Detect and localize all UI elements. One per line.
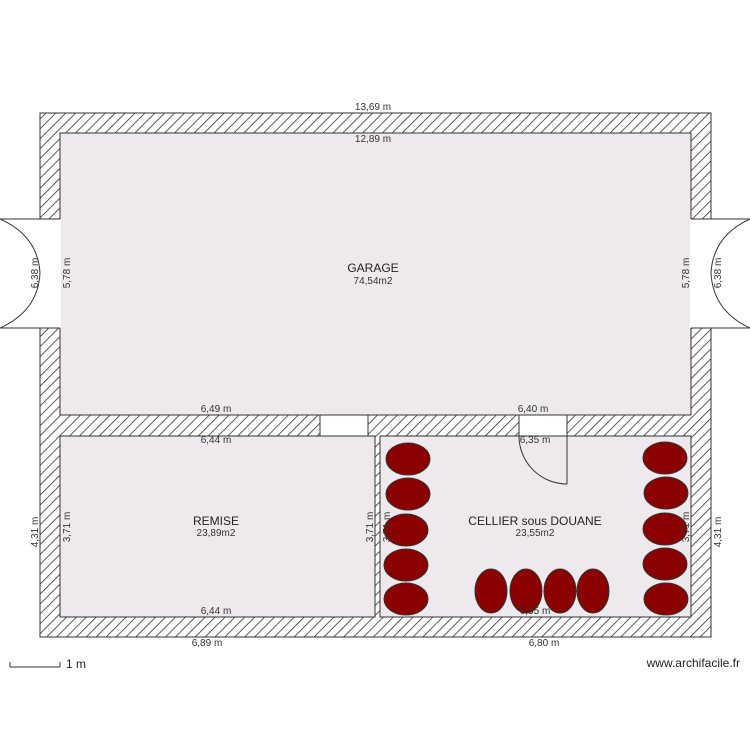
- cellier-area: 23,55m2: [516, 528, 555, 539]
- garage-floor: [59, 132, 692, 416]
- barrel: [642, 547, 688, 581]
- dim-remise-left-inner: 3,71 m: [62, 512, 73, 543]
- barrel: [509, 568, 543, 614]
- scale-bar: [9, 662, 61, 668]
- dim-inner-top: 12,89 m: [355, 134, 391, 145]
- dim-garage-right-outer: 6,38 m: [713, 258, 724, 289]
- dim-outer-bottom-right: 6,80 m: [529, 638, 560, 649]
- barrel: [385, 477, 431, 511]
- dim-garage-right-inner: 5,78 m: [681, 258, 692, 289]
- barrel: [642, 512, 688, 546]
- barrel: [383, 582, 429, 616]
- dim-remise-right-inner: 3,71 m: [365, 512, 376, 543]
- watermark: www.archifacile.fr: [646, 656, 740, 670]
- dim-left-outer-lower: 4,31 m: [30, 517, 41, 548]
- dim-outer-bottom-left: 6,89 m: [192, 638, 223, 649]
- dim-cellier-right-inner: 3,71 m: [681, 512, 692, 543]
- barrel: [543, 568, 577, 614]
- barrel: [643, 582, 689, 616]
- dim-cellier-left-inner: 3,71 m: [382, 512, 393, 543]
- dim-outer-top: 13,69 m: [355, 102, 391, 113]
- right-double-door: [690, 218, 750, 329]
- barrel: [474, 568, 508, 614]
- dim-garage-left-inner: 5,78 m: [62, 258, 73, 289]
- barrel: [383, 513, 429, 547]
- remise-floor: [59, 435, 376, 618]
- garage-area: 74,54m2: [354, 276, 393, 287]
- dim-garage-bottom-left: 6,49 m: [201, 404, 232, 415]
- dim-right-outer-lower: 4,31 m: [713, 517, 724, 548]
- barrel: [643, 476, 689, 510]
- barrels: [383, 441, 689, 616]
- dim-remise-top: 6,44 m: [201, 435, 232, 446]
- cellier-door: [518, 414, 568, 485]
- garage-name: GARAGE: [347, 261, 398, 275]
- barrel: [385, 442, 431, 476]
- barrel: [383, 548, 429, 582]
- dim-garage-left-outer: 6,38 m: [30, 258, 41, 289]
- dim-cellier-top: 6,35 m: [520, 435, 551, 446]
- dim-cellier-bottom-inner: 6,35 m: [520, 606, 551, 617]
- cellier-name: CELLIER sous DOUANE: [468, 514, 601, 528]
- scale-label: 1 m: [66, 657, 86, 671]
- remise-opening: [319, 414, 369, 437]
- remise-name: REMISE: [193, 514, 239, 528]
- left-double-door: [0, 218, 61, 329]
- barrel: [576, 568, 610, 614]
- remise-area: 23,89m2: [197, 528, 236, 539]
- dim-remise-bottom: 6,44 m: [201, 606, 232, 617]
- barrel: [642, 441, 688, 475]
- dim-garage-bottom-right: 6,40 m: [518, 404, 549, 415]
